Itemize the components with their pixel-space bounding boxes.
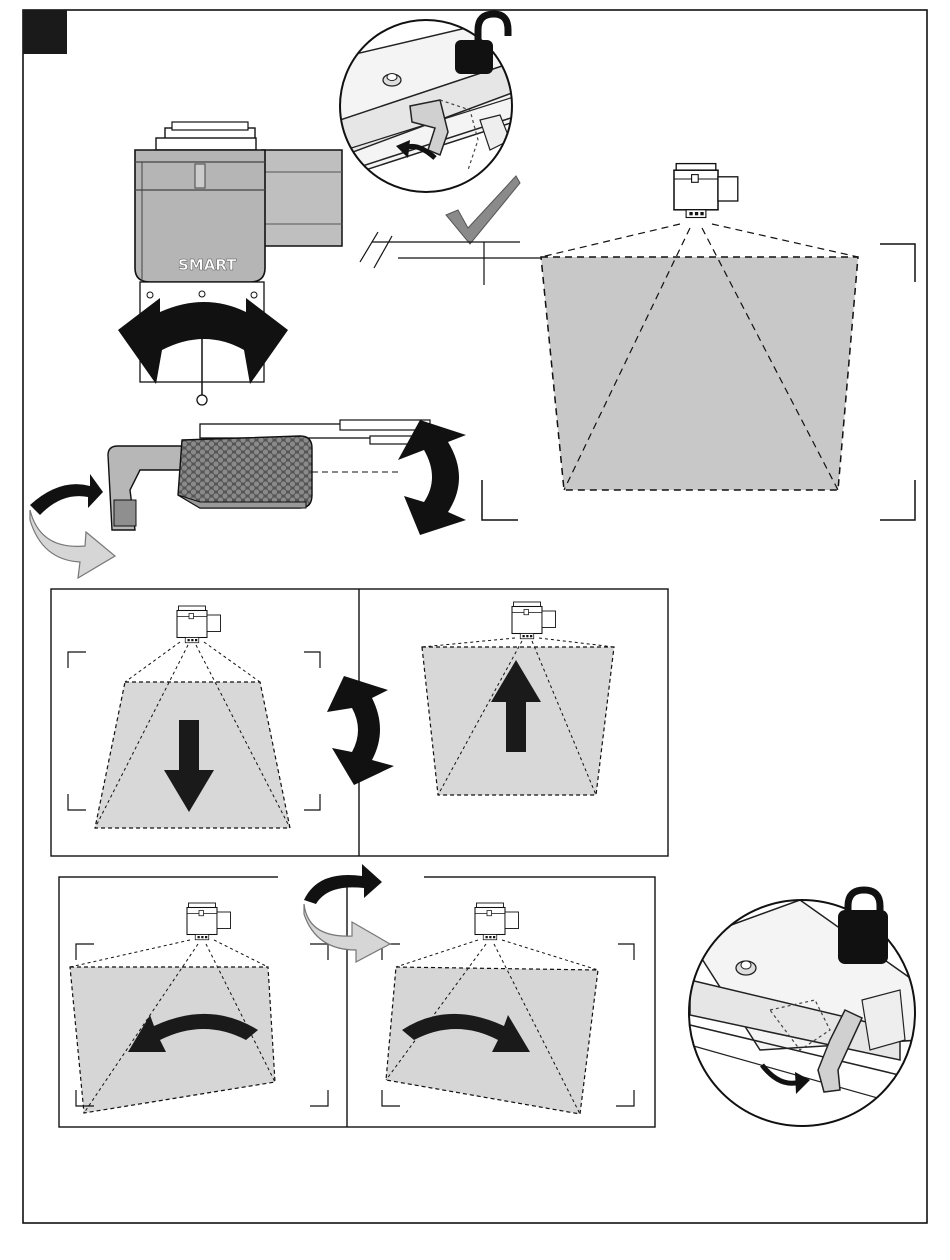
step-marker (23, 10, 67, 54)
rotate-base-arrows (30, 474, 115, 578)
projector-front-view: SMART (135, 122, 342, 405)
projection-large (482, 164, 915, 520)
smart-logo: SMART (178, 256, 237, 274)
panel-vertical-offset (51, 589, 668, 856)
panel-rotation (59, 864, 655, 1127)
locked-padlock-icon (838, 890, 888, 964)
projector-side-view (108, 420, 430, 530)
